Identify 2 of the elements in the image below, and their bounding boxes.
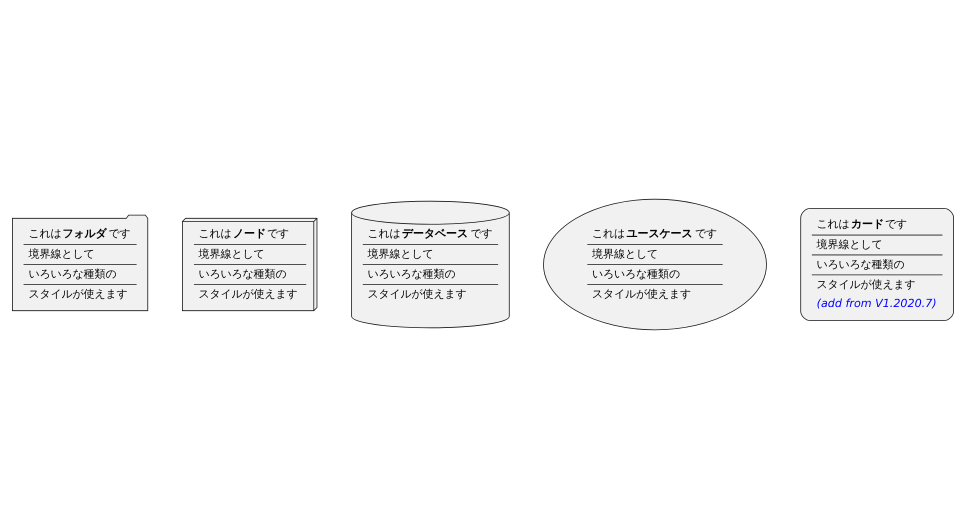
node-box: これはカードです 境界線として いろいろな種類の スタイルが使えます (add from V1.2020.7) xyxy=(800,207,954,321)
node-ellipse: これはユースケースです 境界線として いろいろな種類の スタイルが使えます xyxy=(543,198,767,330)
